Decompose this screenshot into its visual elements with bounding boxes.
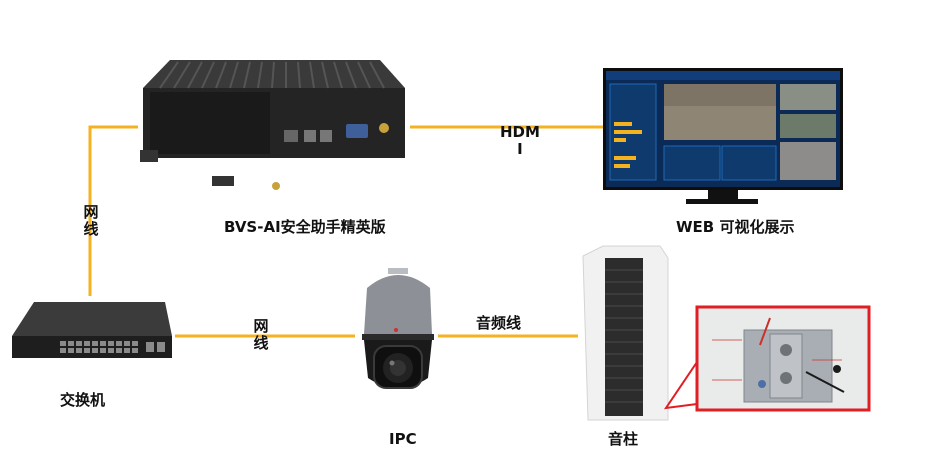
link-switch-server bbox=[88, 125, 138, 296]
server-label: BVS-AI安全助手精英版 bbox=[224, 218, 386, 236]
hdmi-link-label: HDM I bbox=[500, 123, 540, 159]
switch-label: 交换机 bbox=[60, 391, 106, 409]
net-link-label-horizontal: 网 线 bbox=[253, 317, 269, 353]
usb-port-icon bbox=[284, 130, 298, 142]
bracket-detail-callout bbox=[695, 305, 871, 412]
vga-port-icon bbox=[346, 124, 368, 138]
connections bbox=[88, 125, 605, 338]
speaker-device bbox=[582, 245, 669, 421]
monitor-label: WEB 可视化展示 bbox=[676, 218, 795, 236]
switch-device bbox=[12, 302, 172, 358]
antenna-connector-icon bbox=[379, 123, 389, 133]
monitor-device bbox=[603, 68, 843, 204]
camera-label: IPC bbox=[389, 430, 417, 448]
net-link-label-vertical: 网 线 bbox=[83, 203, 99, 239]
ethernet-port-icon bbox=[304, 130, 316, 142]
server-device bbox=[140, 60, 405, 190]
camera-device bbox=[362, 268, 434, 389]
audio-link-label: 音频线 bbox=[476, 314, 522, 332]
ethernet-port-icon bbox=[320, 130, 332, 142]
callout-pointer bbox=[663, 361, 698, 410]
speaker-label: 音柱 bbox=[608, 430, 639, 448]
